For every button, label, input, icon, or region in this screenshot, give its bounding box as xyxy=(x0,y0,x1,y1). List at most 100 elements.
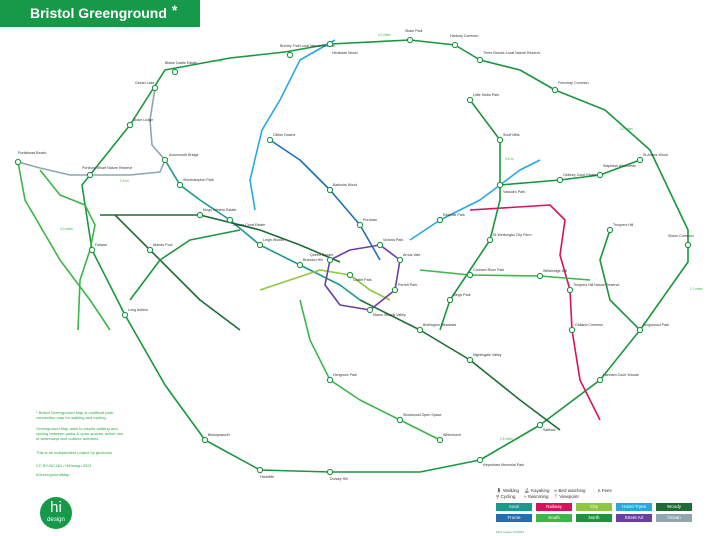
station[interactable]: Saltford xyxy=(536,421,555,432)
route-line-railway[interactable] xyxy=(469,204,601,421)
station[interactable]: Castle Park xyxy=(346,271,372,282)
station-marker[interactable] xyxy=(451,41,459,49)
station[interactable]: Long Ashton xyxy=(121,308,148,319)
station-marker[interactable] xyxy=(536,272,544,280)
station[interactable]: Whitchurch xyxy=(436,433,461,444)
station[interactable]: Troopers Hill xyxy=(606,223,633,234)
station-marker[interactable] xyxy=(466,271,474,279)
station-marker[interactable] xyxy=(256,466,264,474)
route-line-ocean[interactable] xyxy=(17,87,166,176)
route-line-woody[interactable] xyxy=(100,214,341,263)
station[interactable]: Hanham Court Woods xyxy=(596,373,639,384)
station-marker[interactable] xyxy=(496,181,504,189)
station[interactable]: St Annes Wood xyxy=(636,153,668,164)
station-marker[interactable] xyxy=(326,256,334,264)
station-marker[interactable] xyxy=(346,271,354,279)
station[interactable]: Manor Woods Valley xyxy=(366,306,406,317)
station-marker[interactable] xyxy=(151,84,159,92)
station-marker[interactable] xyxy=(88,246,96,254)
station[interactable]: Frenchay Common xyxy=(551,81,589,94)
station-marker[interactable] xyxy=(356,221,364,229)
station-marker[interactable] xyxy=(596,376,604,384)
station[interactable]: Kings Weston Estate xyxy=(196,208,236,219)
station-marker[interactable] xyxy=(636,326,644,334)
station-marker[interactable] xyxy=(376,241,384,249)
station-marker[interactable] xyxy=(326,40,334,48)
route-line-south-3[interactable] xyxy=(299,299,441,441)
station[interactable]: Leigh Woods xyxy=(256,238,284,249)
station[interactable]: Dundry Hill xyxy=(326,468,348,481)
station[interactable]: Stoke Park xyxy=(405,29,423,44)
station-marker[interactable] xyxy=(466,356,474,364)
route-line-avon[interactable] xyxy=(164,159,361,301)
station[interactable]: Siston Common xyxy=(668,234,694,249)
route-line-city[interactable] xyxy=(259,269,391,301)
station[interactable]: Harbury Common xyxy=(450,34,478,49)
station[interactable]: St Werburghs City Farm xyxy=(486,233,531,244)
route-line-north-west[interactable] xyxy=(129,229,241,301)
station-marker[interactable] xyxy=(466,96,474,104)
station-marker[interactable] xyxy=(396,416,404,424)
station[interactable]: Brislington Meadows xyxy=(416,323,456,334)
station-marker[interactable] xyxy=(391,286,399,294)
station-marker[interactable] xyxy=(551,86,559,94)
station[interactable]: Dings Park xyxy=(446,293,471,304)
station[interactable]: Eastville Park xyxy=(436,213,465,224)
station[interactable]: Victoria Park xyxy=(376,238,404,249)
station-marker[interactable] xyxy=(606,226,614,234)
station-marker[interactable] xyxy=(486,236,494,244)
station[interactable]: Oldbury Court Estate xyxy=(556,173,597,184)
station-marker[interactable] xyxy=(556,176,564,184)
station-marker[interactable] xyxy=(636,156,644,164)
station[interactable]: Conham River Park xyxy=(466,268,505,279)
station[interactable]: Queen Square xyxy=(310,253,334,264)
station-marker[interactable] xyxy=(286,51,294,59)
route-line-frome[interactable] xyxy=(269,139,381,261)
station-marker[interactable] xyxy=(256,241,264,249)
station-marker[interactable] xyxy=(396,256,404,264)
station[interactable]: Arnos Vale xyxy=(396,253,420,264)
station-marker[interactable] xyxy=(684,241,692,249)
station[interactable]: Nightingale Valley xyxy=(466,353,502,364)
station-marker[interactable] xyxy=(296,261,304,269)
station-marker[interactable] xyxy=(568,326,576,334)
route-line-woody-2[interactable] xyxy=(359,299,561,431)
station-marker[interactable] xyxy=(596,171,604,179)
route-line-south[interactable] xyxy=(17,161,111,331)
hashtag[interactable]: #GreengroundMap xyxy=(36,472,70,477)
station-marker[interactable] xyxy=(266,136,274,144)
station-marker[interactable] xyxy=(566,286,574,294)
station[interactable]: Shirehampton Park xyxy=(176,178,214,189)
station[interactable]: Stockwood Open Space xyxy=(396,413,442,424)
station-marker[interactable] xyxy=(436,436,444,444)
route-line-north-south[interactable] xyxy=(599,229,641,331)
route-line-south-east[interactable] xyxy=(419,269,591,281)
station[interactable]: Oldland Common xyxy=(568,323,603,334)
station[interactable]: Perrett Park xyxy=(391,283,417,294)
station-marker[interactable] xyxy=(476,456,484,464)
station[interactable]: Three Brooks Local Nature Reserve xyxy=(476,51,540,64)
station-marker[interactable] xyxy=(126,121,134,129)
station-marker[interactable] xyxy=(86,171,94,179)
station-marker[interactable] xyxy=(146,246,154,254)
route-line-hazel-tryes[interactable] xyxy=(249,39,336,211)
station[interactable]: Purdown xyxy=(356,218,377,229)
station[interactable]: Failand xyxy=(88,243,107,254)
station[interactable]: Clifton Downs xyxy=(266,133,295,144)
station-marker[interactable] xyxy=(176,181,184,189)
station[interactable]: Stoke Lodge xyxy=(126,118,153,129)
station[interactable]: Ocean Lake xyxy=(135,81,159,92)
route-line-north-ring[interactable] xyxy=(81,39,689,473)
station-marker[interactable] xyxy=(326,186,334,194)
station-marker[interactable] xyxy=(416,326,424,334)
station-marker[interactable] xyxy=(326,468,334,476)
route-line-woody-3[interactable] xyxy=(114,214,241,331)
station-marker[interactable] xyxy=(161,156,169,164)
station[interactable]: Abbots Pool xyxy=(146,243,173,254)
route-line-hazel-tryes-2[interactable] xyxy=(409,159,541,241)
station[interactable]: Brentry Trail Local Nature Reserve xyxy=(280,44,335,59)
station-marker[interactable] xyxy=(226,216,234,224)
station-marker[interactable] xyxy=(326,376,334,384)
station[interactable]: Keynsham Memorial Park xyxy=(476,456,524,467)
station-marker[interactable] xyxy=(171,68,179,76)
